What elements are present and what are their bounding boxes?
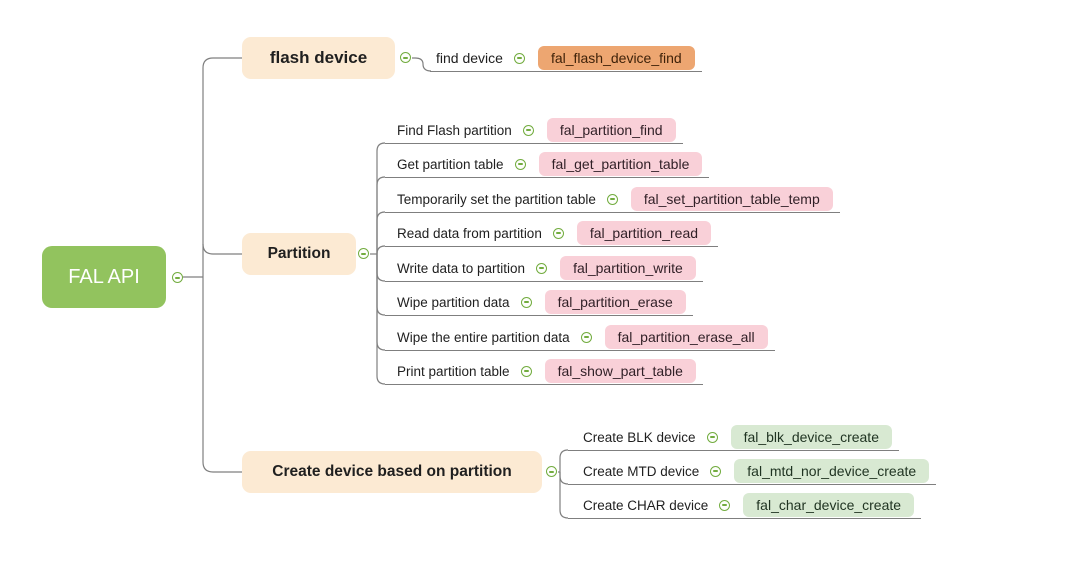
collapse-icon[interactable] bbox=[400, 52, 411, 63]
node-print-partition-table[interactable]: Print partition table fal_show_part_tabl… bbox=[385, 358, 703, 385]
node-flash-device[interactable]: flash device bbox=[242, 37, 395, 79]
node-partition[interactable]: Partition bbox=[242, 233, 356, 275]
collapse-icon[interactable] bbox=[520, 296, 532, 308]
collapse-icon[interactable] bbox=[536, 262, 548, 274]
child-label: Print partition table bbox=[397, 363, 510, 379]
node-create-blk-device[interactable]: Create BLK device fal_blk_device_create bbox=[568, 424, 899, 451]
collapse-icon[interactable] bbox=[580, 331, 592, 343]
collapse-icon[interactable] bbox=[513, 52, 525, 64]
leaf-fal-show-part-table[interactable]: fal_show_part_table bbox=[544, 359, 696, 383]
leaf-fal-partition-erase-all[interactable]: fal_partition_erase_all bbox=[604, 325, 768, 349]
child-label: Create CHAR device bbox=[583, 497, 709, 513]
collapse-icon[interactable] bbox=[514, 158, 526, 170]
collapse-icon[interactable] bbox=[706, 431, 718, 443]
leaf-fal-partition-read[interactable]: fal_partition_read bbox=[576, 221, 712, 245]
child-label: Temporarily set the partition table bbox=[397, 191, 596, 207]
child-label: Create MTD device bbox=[583, 463, 700, 479]
collapse-icon[interactable] bbox=[172, 272, 183, 283]
leaf-fal-get-partition-table[interactable]: fal_get_partition_table bbox=[538, 152, 703, 176]
node-wipe-entire-partition-data[interactable]: Wipe the entire partition data fal_parti… bbox=[385, 324, 775, 351]
node-find-device[interactable]: find device fal_flash_device_find bbox=[430, 45, 702, 72]
node-write-data-to-partition[interactable]: Write data to partition fal_partition_wr… bbox=[385, 255, 703, 282]
leaf-fal-set-partition-table-temp[interactable]: fal_set_partition_table_temp bbox=[630, 187, 833, 211]
child-label: Find Flash partition bbox=[397, 122, 512, 138]
child-label: Get partition table bbox=[397, 156, 504, 172]
child-label: find device bbox=[436, 50, 503, 66]
node-get-partition-table[interactable]: Get partition table fal_get_partition_ta… bbox=[385, 151, 710, 178]
root-label: FAL API bbox=[68, 265, 140, 288]
leaf-fal-flash-device-find[interactable]: fal_flash_device_find bbox=[537, 46, 695, 70]
leaf-fal-blk-device-create[interactable]: fal_blk_device_create bbox=[730, 425, 892, 449]
leaf-fal-char-device-create[interactable]: fal_char_device_create bbox=[743, 493, 915, 517]
leaf-fal-partition-erase[interactable]: fal_partition_erase bbox=[544, 290, 686, 314]
collapse-icon[interactable] bbox=[546, 466, 557, 477]
branch-label: Partition bbox=[267, 245, 331, 262]
node-read-data-from-partition[interactable]: Read data from partition fal_partition_r… bbox=[385, 220, 719, 247]
node-create-char-device[interactable]: Create CHAR device fal_char_device_creat… bbox=[568, 492, 922, 519]
collapse-icon[interactable] bbox=[522, 124, 534, 136]
node-create-device-based-on-partition[interactable]: Create device based on partition bbox=[242, 451, 542, 493]
child-label: Wipe partition data bbox=[397, 294, 510, 310]
collapse-icon[interactable] bbox=[710, 465, 722, 477]
collapse-icon[interactable] bbox=[606, 193, 618, 205]
branch-label: Create device based on partition bbox=[272, 463, 512, 480]
leaf-fal-partition-find[interactable]: fal_partition_find bbox=[546, 118, 676, 142]
collapse-icon[interactable] bbox=[358, 248, 369, 259]
child-label: Write data to partition bbox=[397, 260, 526, 276]
branch-label: flash device bbox=[269, 48, 368, 67]
node-temporarily-set-partition-table[interactable]: Temporarily set the partition table fal_… bbox=[385, 186, 840, 213]
node-create-mtd-device[interactable]: Create MTD device fal_mtd_nor_device_cre… bbox=[568, 458, 937, 485]
collapse-icon[interactable] bbox=[552, 227, 564, 239]
node-root[interactable]: FAL API bbox=[42, 246, 166, 308]
node-wipe-partition-data[interactable]: Wipe partition data fal_partition_erase bbox=[385, 289, 693, 316]
leaf-fal-mtd-nor-device-create[interactable]: fal_mtd_nor_device_create bbox=[734, 459, 930, 483]
child-label: Create BLK device bbox=[583, 429, 696, 445]
child-label: Read data from partition bbox=[397, 225, 542, 241]
collapse-icon[interactable] bbox=[719, 499, 731, 511]
child-label: Wipe the entire partition data bbox=[397, 329, 570, 345]
leaf-fal-partition-write[interactable]: fal_partition_write bbox=[560, 256, 696, 280]
collapse-icon[interactable] bbox=[520, 365, 532, 377]
node-find-flash-partition[interactable]: Find Flash partition fal_partition_find bbox=[385, 117, 683, 144]
